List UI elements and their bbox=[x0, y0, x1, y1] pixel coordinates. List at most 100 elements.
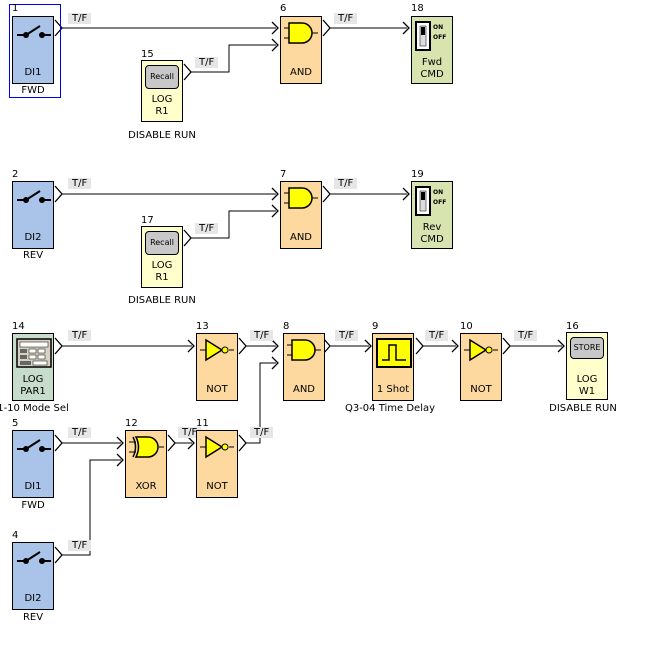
block-caption: 1-10 Mode Sel bbox=[0, 403, 69, 414]
not-gate-icon bbox=[464, 338, 498, 362]
switch-icon bbox=[17, 25, 51, 38]
block-label: LOG bbox=[151, 94, 173, 105]
wire-label: T/F bbox=[68, 540, 92, 551]
recall-button-icon: Recall bbox=[145, 65, 179, 89]
block-number: 12 bbox=[125, 418, 138, 429]
and-gate-icon bbox=[284, 187, 318, 209]
off-label: OFF bbox=[433, 34, 447, 41]
block-label: AND bbox=[292, 384, 316, 395]
block-caption: FWD bbox=[21, 500, 45, 511]
block-label: CMD bbox=[420, 69, 444, 80]
block-label: CMD bbox=[420, 234, 444, 245]
block-number: 11 bbox=[196, 418, 209, 429]
digital-input-block-fwd[interactable]: DI1 bbox=[12, 16, 54, 84]
block-label: DI1 bbox=[24, 481, 42, 492]
block-label: DI1 bbox=[24, 67, 42, 78]
and-gate-icon bbox=[284, 22, 318, 44]
block-caption: REV bbox=[22, 250, 44, 261]
xor-gate-block[interactable]: XOR bbox=[125, 430, 167, 498]
pulse-icon bbox=[376, 338, 412, 368]
block-label: DI2 bbox=[24, 232, 42, 243]
wire-label: T/F bbox=[195, 223, 219, 234]
wire-label: T/F bbox=[68, 178, 92, 189]
block-caption: DISABLE RUN bbox=[549, 403, 617, 414]
wire-label: T/F bbox=[334, 13, 358, 24]
recall-button-icon: Recall bbox=[145, 231, 179, 255]
block-label: AND bbox=[289, 232, 313, 243]
digital-input-block-rev[interactable]: DI2 bbox=[12, 181, 54, 249]
block-number: 16 bbox=[566, 321, 579, 332]
block-number: 10 bbox=[460, 321, 473, 332]
block-label: 1 Shot bbox=[376, 384, 410, 395]
block-caption: FWD bbox=[21, 85, 45, 96]
block-number: 18 bbox=[411, 3, 424, 14]
log-parameter-block[interactable]: LOG PAR1 bbox=[12, 333, 54, 401]
block-number: 19 bbox=[411, 169, 424, 180]
and-gate-icon bbox=[287, 339, 321, 361]
switch-icon bbox=[17, 551, 51, 564]
block-label: R1 bbox=[155, 272, 169, 283]
block-number: 1 bbox=[12, 3, 19, 14]
digital-input-block-rev[interactable]: DI2 bbox=[12, 542, 54, 610]
wire-label: T/F bbox=[334, 178, 358, 189]
block-label: LOG bbox=[22, 374, 44, 385]
block-number: 8 bbox=[283, 321, 290, 332]
block-label: LOG bbox=[151, 260, 173, 271]
log-read-block[interactable]: Recall LOG R1 bbox=[141, 60, 183, 122]
wire-label: T/F bbox=[68, 330, 92, 341]
wire-label: T/F bbox=[195, 57, 219, 68]
not-gate-icon bbox=[200, 435, 234, 459]
off-label: OFF bbox=[433, 199, 447, 206]
wire-label: T/F bbox=[250, 427, 274, 438]
wire-label: T/F bbox=[425, 330, 449, 341]
block-number: 14 bbox=[12, 321, 25, 332]
block-label: W1 bbox=[578, 386, 596, 397]
block-number: 7 bbox=[280, 169, 287, 180]
block-number: 9 bbox=[372, 321, 379, 332]
not-gate-block[interactable]: NOT bbox=[460, 333, 502, 401]
block-label: NOT bbox=[470, 384, 492, 395]
block-caption: REV bbox=[22, 612, 44, 623]
block-number: 17 bbox=[141, 215, 154, 226]
block-label: NOT bbox=[206, 384, 228, 395]
block-number: 2 bbox=[12, 169, 19, 180]
xor-gate-icon bbox=[129, 436, 164, 458]
block-label: NOT bbox=[206, 481, 228, 492]
block-label: XOR bbox=[135, 481, 157, 492]
block-caption: Q3-04 Time Delay bbox=[344, 403, 436, 414]
store-button-icon: STORE bbox=[570, 337, 604, 359]
block-label: PAR1 bbox=[20, 386, 46, 397]
wire-label: T/F bbox=[250, 330, 274, 341]
and-gate-block[interactable]: AND bbox=[280, 181, 322, 249]
on-label: ON bbox=[433, 24, 444, 31]
block-number: 15 bbox=[141, 49, 154, 60]
keypad-icon bbox=[16, 338, 52, 368]
block-label: DI2 bbox=[24, 593, 42, 604]
one-shot-block[interactable]: 1 Shot bbox=[372, 333, 414, 401]
wire-label: T/F bbox=[335, 330, 359, 341]
rev-command-block[interactable]: ON OFF Rev CMD bbox=[411, 181, 453, 249]
wire-label: T/F bbox=[178, 427, 202, 438]
not-gate-block[interactable]: NOT bbox=[196, 430, 238, 498]
wire-label: T/F bbox=[68, 13, 92, 24]
and-gate-block[interactable]: AND bbox=[280, 16, 322, 84]
block-number: 5 bbox=[12, 418, 19, 429]
not-gate-icon bbox=[200, 338, 234, 362]
block-caption: DISABLE RUN bbox=[128, 295, 196, 306]
toggle-switch-icon bbox=[415, 21, 431, 51]
digital-input-block-fwd[interactable]: DI1 bbox=[12, 430, 54, 498]
wire-label: T/F bbox=[68, 427, 92, 438]
wire-label: T/F bbox=[514, 330, 538, 341]
log-write-block[interactable]: STORE LOG W1 bbox=[566, 332, 608, 400]
and-gate-block[interactable]: AND bbox=[283, 333, 325, 401]
block-label: LOG bbox=[576, 374, 598, 385]
block-number: 13 bbox=[196, 321, 209, 332]
block-caption: DISABLE RUN bbox=[128, 130, 196, 141]
block-number: 6 bbox=[280, 3, 287, 14]
log-read-block[interactable]: Recall LOG R1 bbox=[141, 226, 183, 288]
fwd-command-block[interactable]: ON OFF Fwd CMD bbox=[411, 16, 453, 84]
block-label: AND bbox=[289, 67, 313, 78]
not-gate-block[interactable]: NOT bbox=[196, 333, 238, 401]
switch-icon bbox=[17, 190, 51, 203]
